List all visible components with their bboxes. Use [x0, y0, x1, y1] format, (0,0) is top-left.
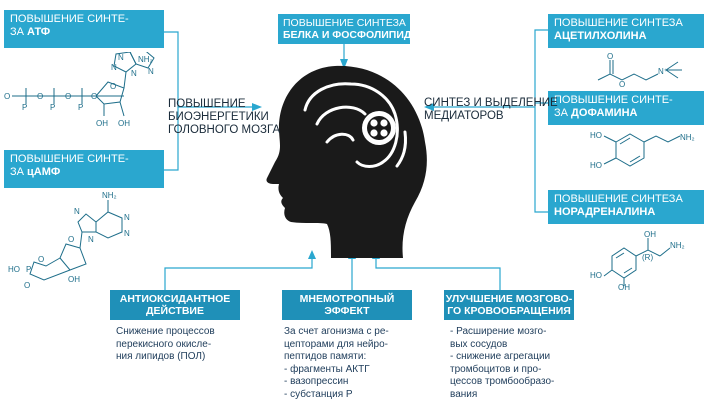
acetylcholine-box-line1: ПОВЫШЕНИЕ СИНТЕЗА [554, 17, 683, 29]
antioxidant-text-line: ния липидов (ПОЛ) [116, 351, 206, 362]
ach-label: O [607, 52, 613, 61]
camp-label: NH₂ [102, 192, 117, 200]
noradrenaline-label: NH₂ [670, 241, 685, 250]
camp-label: OH [68, 275, 80, 284]
noradrenaline-label: (R) [642, 253, 653, 262]
mnemotropic-text-line: - субстанция Р [284, 388, 353, 400]
dopamine-box: ПОВЫШЕНИЕ СИНТЕ- ЗА ДОФАМИНА [548, 91, 704, 125]
camp-label: N [124, 213, 130, 222]
camp-label: HO [8, 265, 20, 274]
atp-structure: NH₂ N N N N O O O O O P P P OH OH [4, 52, 155, 128]
atp-label: P [22, 103, 27, 112]
noradrenaline-box-bold: НОРАДРЕНАЛИНА [554, 206, 656, 218]
mediators-label-line2: МЕДИАТОРОВ [424, 110, 504, 122]
noradrenaline-structure: OH NH₂ (R) HO OH [590, 230, 685, 290]
camp-box-line1: ПОВЫШЕНИЕ СИНТЕ- [10, 153, 129, 165]
mnemotropic-text-line: - фрагменты АКТГ [284, 363, 370, 375]
mnemotropic-text: За счет агонизма с ре- цепторами для ней… [284, 326, 389, 401]
antioxidant-text: Снижение процессов перекисного окисле- н… [116, 326, 215, 364]
atp-label: N [111, 63, 117, 72]
atp-label: O [37, 92, 43, 101]
atp-label: OH [96, 119, 108, 128]
camp-label: N [88, 235, 94, 244]
mnemotropic-text-line: цепторами для нейро- [284, 338, 388, 350]
protein-box: ПОВЫШЕНИЕ СИНТЕЗА БЕЛКА И ФОСФОЛИПИДОВ [278, 14, 428, 44]
dopamine-label: HO [590, 131, 602, 140]
bioenergetics-label-line1: ПОВЫШЕНИЕ [168, 98, 246, 110]
atp-label: OH [118, 119, 130, 128]
circulation-text-line: тромбоцитов и про- [450, 363, 542, 375]
circulation-text-line: - Расширение мозго- [450, 326, 547, 337]
circulation-text-line: вых сосудов [450, 338, 508, 350]
dopamine-box-prefix: ЗА [554, 107, 572, 119]
antioxidant-title-line2: ДЕЙСТВИЕ [146, 305, 204, 317]
mnemotropic-title-line1: МНЕМОТРОПНЫЙ [299, 293, 395, 305]
circulation-text: - Расширение мозго- вых сосудов - снижен… [450, 326, 554, 401]
mnemotropic-text-line: пептидов памяти: [284, 351, 367, 362]
dopamine-box-line1: ПОВЫШЕНИЕ СИНТЕ- [554, 94, 673, 106]
circulation-text-line: вания [450, 388, 478, 400]
atp-label: P [78, 103, 83, 112]
acetylcholine-box-bold: АЦЕТИЛХОЛИНА [554, 30, 647, 42]
atp-box: ПОВЫШЕНИЕ СИНТЕ- ЗА АТФ [4, 10, 164, 48]
bioenergetics-label-line3: ГОЛОВНОГО МОЗГА [168, 124, 281, 136]
dopamine-label: HO [590, 161, 602, 170]
circulation-title-line2: ГО КРОВООБРАЩЕНИЯ [447, 305, 571, 317]
atp-label: O [91, 92, 97, 101]
camp-box: ПОВЫШЕНИЕ СИНТЕ- ЗА цАМФ [4, 150, 164, 188]
atp-label: N [148, 67, 154, 76]
dopamine-label: NH₂ [680, 133, 695, 142]
dopamine-structure: HO HO NH₂ [590, 131, 695, 170]
ach-label: O [619, 80, 625, 89]
dopamine-box-bold: ДОФАМИНА [571, 107, 638, 119]
acetylcholine-structure: O O N⁺ [597, 52, 682, 89]
camp-label: O [68, 235, 74, 244]
noradrenaline-label: OH [644, 230, 656, 239]
noradrenaline-box: ПОВЫШЕНИЕ СИНТЕЗА НОРАДРЕНАЛИНА [548, 190, 704, 224]
ach-label: N⁺ [658, 67, 668, 76]
atp-label: N [118, 53, 124, 62]
atp-label: NH₂ [138, 55, 153, 64]
atp-label: P [50, 103, 55, 112]
camp-label: P [26, 265, 31, 274]
protein-box-line2: БЕЛКА И ФОСФОЛИПИДОВ [283, 29, 428, 41]
camp-label: O [38, 255, 44, 264]
camp-label: N [74, 207, 80, 216]
circulation-title-line1: УЛУЧШЕНИЕ МОЗГОВО- [445, 293, 573, 305]
atp-box-bold: АТФ [27, 26, 51, 38]
mnemotropic-title-line2: ЭФФЕКТ [324, 305, 370, 317]
camp-box-bold: цАМФ [27, 166, 61, 178]
mnemotropic-text-line: - вазопрессин [284, 376, 349, 387]
atp-label: O [65, 92, 71, 101]
circulation-text-line: - снижение агрегации [450, 351, 551, 362]
protein-box-line1: ПОВЫШЕНИЕ СИНТЕЗА [283, 17, 406, 29]
antioxidant-text-line: перекисного окисле- [116, 338, 212, 350]
head-silhouette [266, 65, 427, 258]
circulation-text-line: цессов тромбообразо- [450, 376, 555, 387]
antioxidant-title-line1: АНТИОКСИДАНТНОЕ [119, 293, 231, 305]
noradrenaline-label: HO [590, 271, 602, 280]
mediators-label: СИНТЕЗ И ВЫДЕЛЕНИЕ МЕДИАТОРОВ [424, 97, 558, 123]
mnemotropic-title: МНЕМОТРОПНЫЙ ЭФФЕКТ [282, 290, 412, 320]
atp-label: O [110, 82, 116, 91]
antioxidant-text-line: Снижение процессов [116, 326, 215, 337]
camp-box-prefix: ЗА [10, 166, 28, 178]
atp-box-line1: ПОВЫШЕНИЕ СИНТЕ- [10, 13, 129, 25]
acetylcholine-box: ПОВЫШЕНИЕ СИНТЕЗА АЦЕТИЛХОЛИНА [548, 14, 704, 48]
camp-label: O [24, 281, 30, 290]
camp-label: N [124, 229, 130, 238]
atp-label: N [131, 69, 137, 78]
atp-box-prefix: ЗА [10, 26, 28, 38]
noradrenaline-label: OH [618, 283, 630, 290]
antioxidant-title: АНТИОКСИДАНТНОЕ ДЕЙСТВИЕ [110, 290, 240, 320]
mnemotropic-text-line: За счет агонизма с ре- [284, 326, 389, 337]
mediators-label-line1: СИНТЕЗ И ВЫДЕЛЕНИЕ [424, 97, 558, 109]
bioenergetics-label-line2: БИОЭНЕРГЕТИКИ [168, 111, 269, 123]
circulation-title: УЛУЧШЕНИЕ МОЗГОВО- ГО КРОВООБРАЩЕНИЯ [444, 290, 574, 320]
bioenergetics-label: ПОВЫШЕНИЕ БИОЭНЕРГЕТИКИ ГОЛОВНОГО МОЗГА [168, 98, 280, 137]
atp-label: O [4, 92, 10, 101]
camp-structure: NH₂ N N N N O O P HO OH O [8, 192, 130, 290]
noradrenaline-box-line1: ПОВЫШЕНИЕ СИНТЕЗА [554, 193, 683, 205]
